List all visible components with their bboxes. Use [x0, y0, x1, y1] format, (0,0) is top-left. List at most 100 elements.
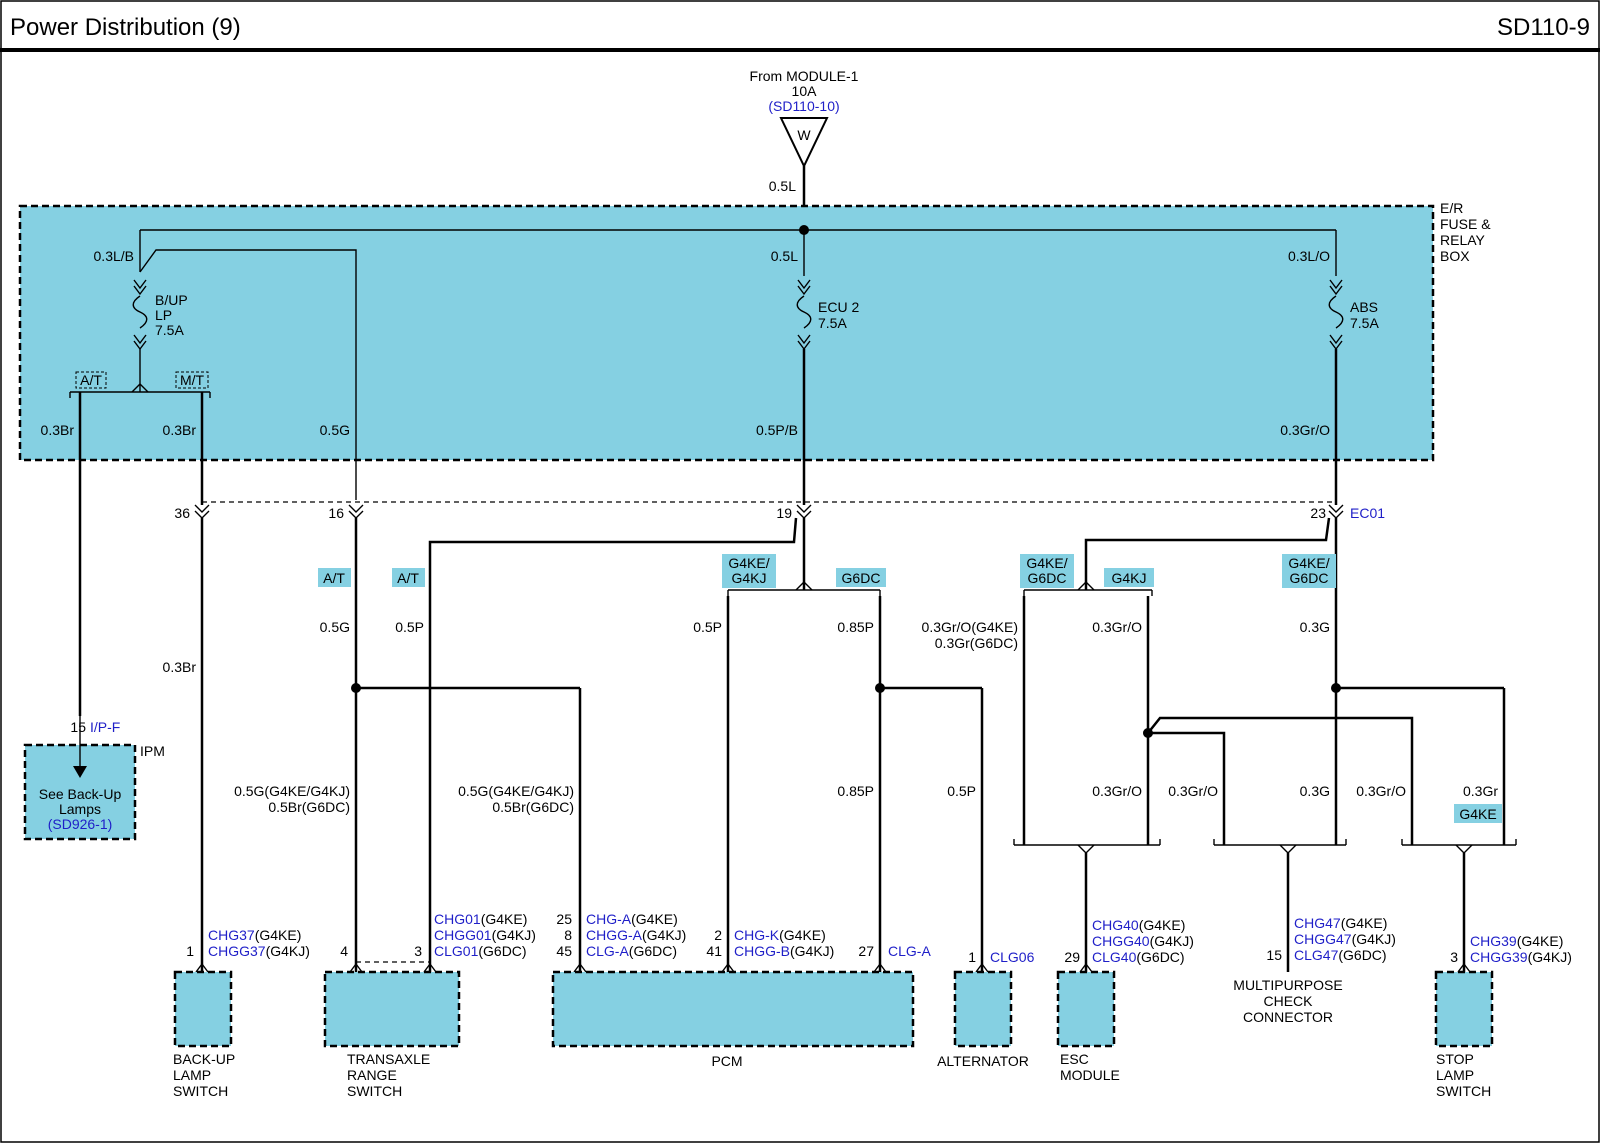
pcm-conn-a1-link[interactable]: CHG-A [586, 911, 632, 927]
wire-pcm-br: 0.5Br(G6DC) [492, 799, 574, 815]
pcm-conn-a3-link[interactable]: CLG-A [586, 943, 629, 959]
wire-03gro-mid: 0.3Gr/O [1092, 619, 1142, 635]
pcm-conn-b1-suffix: (G4KE) [779, 927, 826, 943]
pcm-conn-a2: CHGG-A(G4KJ) [586, 927, 686, 943]
stop-label-2: LAMP [1436, 1067, 1474, 1083]
pcm-conn-b2-link[interactable]: CHGG-B [734, 943, 790, 959]
tag-g4ke-g6dc-2: G6DC [1028, 570, 1067, 586]
wire-05l: 0.5L [771, 248, 798, 264]
fuse-box-label-3: RELAY [1440, 232, 1486, 248]
source-ref-link[interactable]: (SD110-10) [768, 98, 839, 114]
pcm-pin-45: 45 [556, 943, 572, 959]
trs-label-2: RANGE [347, 1067, 397, 1083]
esc-conn-1: CHG40(G4KE) [1092, 917, 1185, 933]
mpc-label-2: CHECK [1263, 993, 1313, 1009]
ipm-ref-link[interactable]: (SD926-1) [48, 816, 113, 832]
backup-conn-2-suffix: (G4KJ) [266, 943, 310, 959]
pcm-conn-b1: CHG-K(G4KE) [734, 927, 826, 943]
at-option: A/T [80, 372, 102, 388]
backup-conn-2: CHGG37(G4KJ) [208, 943, 310, 959]
wire-03br-bup: 0.3Br [163, 659, 197, 675]
pcm-conn-a1: CHG-A(G4KE) [586, 911, 678, 927]
alternator-box [953, 970, 1013, 1048]
wire-03gro-stop: 0.3Gr/O [1356, 783, 1406, 799]
trs-conn-1-link[interactable]: CHG01 [434, 911, 481, 927]
esc-conn-3-link[interactable]: CLG40 [1092, 949, 1137, 965]
ipm-text-2: Lamps [59, 801, 101, 817]
wire-03gro-esc: 0.3Gr/O [1092, 783, 1142, 799]
stop-conn-2-link[interactable]: CHGG39 [1470, 949, 1528, 965]
stop-conn-1: CHG39(G4KE) [1470, 933, 1563, 949]
trs-pin-4: 4 [340, 943, 348, 959]
backup-conn-1-suffix: (G4KE) [255, 927, 302, 943]
mpc-conn-1: CHG47(G4KE) [1294, 915, 1387, 931]
stop-pin: 3 [1450, 949, 1458, 965]
mpc-conn-2-link[interactable]: CHGG47 [1294, 931, 1352, 947]
esc-conn-1-link[interactable]: CHG40 [1092, 917, 1139, 933]
fuse-box-label-2: FUSE & [1440, 216, 1491, 232]
components: 1 CHG37(G4KE) CHGG37(G4KJ) BACK-UP LAMP … [173, 911, 1572, 1099]
wire-05p-pcm: 0.5P [693, 619, 722, 635]
pcm-label: PCM [711, 1053, 742, 1069]
trs-conn-3-link[interactable]: CLG01 [434, 943, 479, 959]
alt-pin: 1 [968, 949, 976, 965]
wire-trs-br: 0.5Br(G6DC) [268, 799, 350, 815]
wire-03gro-box: 0.3Gr/O [1280, 422, 1330, 438]
pcm-conn-b2-suffix: (G4KJ) [790, 943, 834, 959]
trs-conn-2-link[interactable]: CHGG01 [434, 927, 492, 943]
pcm-conn-b1-link[interactable]: CHG-K [734, 927, 780, 943]
wire-03lb: 0.3L/B [94, 248, 134, 264]
pin-19: 19 [776, 505, 792, 521]
wire-05pb: 0.5P/B [756, 422, 798, 438]
trs-conn-1-suffix: (G4KE) [481, 911, 528, 927]
stop-conn-1-link[interactable]: CHG39 [1470, 933, 1517, 949]
pcm-conn-a2-link[interactable]: CHGG-A [586, 927, 643, 943]
fuse-bup-label-2: LP [155, 307, 172, 323]
alternator-label: ALTERNATOR [937, 1053, 1029, 1069]
terminal-triangle-icon [779, 117, 829, 169]
ipm-text-1: See Back-Up [39, 786, 122, 802]
wire-05g: 0.5G [320, 619, 350, 635]
fuse-abs-label-2: 7.5A [1350, 315, 1379, 331]
transaxle-range-switch-box [323, 970, 461, 1048]
pcm-pin-8: 8 [564, 927, 572, 943]
pcm-conn-a3: CLG-A(G6DC) [586, 943, 677, 959]
backup-label-1: BACK-UP [173, 1051, 235, 1067]
trs-conn-3: CLG01(G6DC) [434, 943, 527, 959]
stop-conn-2-suffix: (G4KJ) [1528, 949, 1572, 965]
tag-g4kj: G4KJ [1111, 570, 1146, 586]
pcm-conn-c-link[interactable]: CLG-A [888, 943, 931, 959]
backup-conn-1-link[interactable]: CHG37 [208, 927, 255, 943]
power-source: From MODULE-1 10A (SD110-10) W 0.5L [750, 68, 859, 230]
pcm-pin-27: 27 [858, 943, 874, 959]
source-amps: 10A [792, 83, 818, 99]
trs-label-3: SWITCH [347, 1083, 402, 1099]
alt-conn-link[interactable]: CLG06 [990, 949, 1035, 965]
fuse-box-label-4: BOX [1440, 248, 1470, 264]
esc-label-2: MODULE [1060, 1067, 1120, 1083]
wire-085p-b: 0.85P [837, 783, 874, 799]
trs-conn-2-suffix: (G4KJ) [492, 927, 536, 943]
esc-conn-2-link[interactable]: CHGG40 [1092, 933, 1150, 949]
connector-ec01-link[interactable]: EC01 [1350, 505, 1385, 521]
mpc-conn-3-link[interactable]: CLG47 [1294, 947, 1339, 963]
mpc-conn-1-link[interactable]: CHG47 [1294, 915, 1341, 931]
wire-03gro-mpc: 0.3Gr/O [1168, 783, 1218, 799]
fuse-bup-label-3: 7.5A [155, 322, 184, 338]
ipm: 15 I/P-F IPM See Back-Up Lamps (SD926-1) [23, 716, 165, 841]
tag-g4ke-g6dc-abs-1: G4KE/ [1288, 555, 1329, 571]
fuse-abs-label-1: ABS [1350, 299, 1378, 315]
pcm-conn-b2: CHGG-B(G4KJ) [734, 943, 834, 959]
ipm-pin: 15 [70, 719, 86, 735]
page-title: Power Distribution (9) [10, 14, 241, 41]
mpc-conn-2: CHGG47(G4KJ) [1294, 931, 1396, 947]
ipm-connector-link[interactable]: I/P-F [90, 719, 120, 735]
wire-03br-at: 0.3Br [41, 422, 75, 438]
tag-g4ke: G4KE [1459, 806, 1496, 822]
wire-03g-mpc: 0.3G [1300, 783, 1330, 799]
esc-pin: 29 [1064, 949, 1080, 965]
backup-conn-2-link[interactable]: CHGG37 [208, 943, 266, 959]
trs-conn-2: CHGG01(G4KJ) [434, 927, 536, 943]
tag-g6dc: G6DC [842, 570, 881, 586]
trs-pin-3: 3 [414, 943, 422, 959]
